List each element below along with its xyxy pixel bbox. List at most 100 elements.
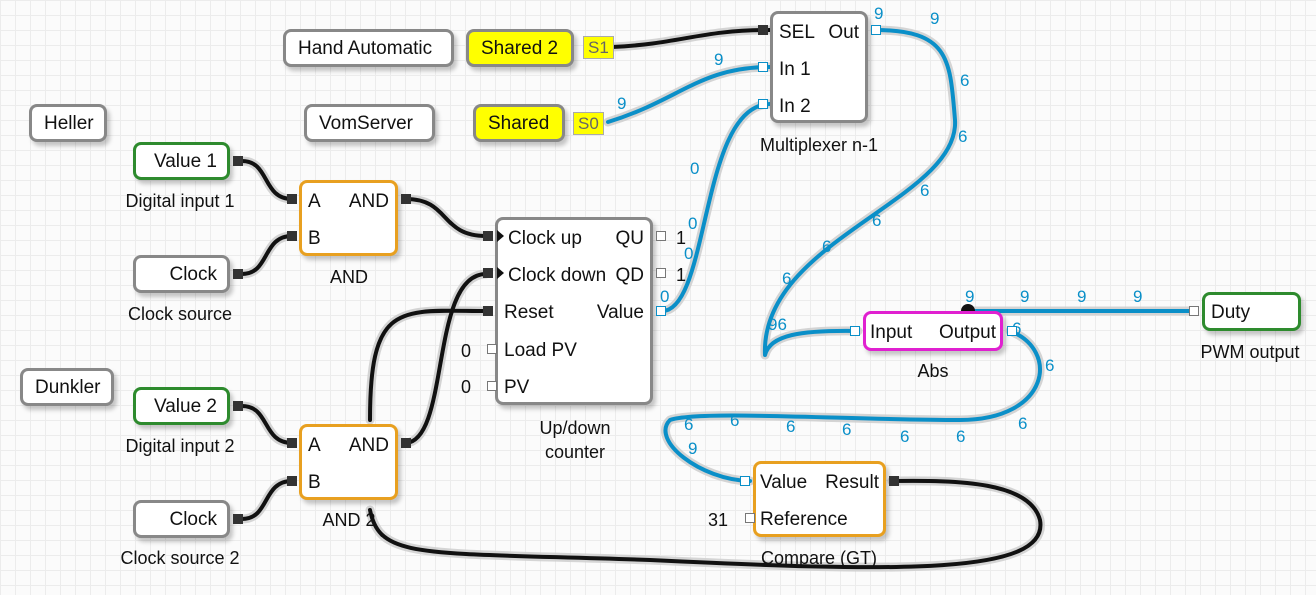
duty-input-pin[interactable] — [1189, 306, 1199, 316]
wire-value1-a — [240, 159, 294, 201]
compare-reference-label: Reference — [760, 509, 848, 530]
counter-reset-label: Reset — [504, 302, 554, 323]
note-hand-automatic[interactable]: Hand Automatic — [283, 29, 454, 67]
compare-reference-pin[interactable] — [745, 513, 755, 523]
wire-value-label: 6 — [730, 411, 740, 430]
wire-value-label: 6 — [822, 237, 832, 256]
duty-label: Duty — [1211, 302, 1251, 323]
pwm-output-block[interactable]: Duty — [1202, 292, 1301, 331]
and-input-a-label: A — [308, 191, 321, 212]
multiplexer-caption: Multiplexer n-1 — [759, 135, 879, 155]
counter-pv-value: 0 — [461, 377, 472, 397]
value-2-output-pin[interactable] — [233, 401, 243, 411]
shared-2-block[interactable]: Shared 2 — [466, 29, 574, 67]
value-1-output-pin[interactable] — [233, 156, 243, 166]
note-hand-automatic-label: Hand Automatic — [298, 38, 433, 59]
wire-value-label: 6 — [684, 415, 694, 434]
clock-source-block[interactable]: Clock — [133, 255, 230, 293]
and-input-b-label: B — [308, 228, 321, 249]
counter-clock-down-pin[interactable] — [483, 268, 493, 278]
wire-reset — [368, 308, 488, 422]
mux-in1-pin[interactable] — [758, 62, 768, 72]
wire-value-label: 9 — [965, 287, 975, 306]
wire-out-abs — [762, 28, 958, 357]
abs-input-pin[interactable] — [850, 326, 860, 336]
up-down-counter-block[interactable]: Clock up Clock down Reset Load PV PV QU … — [495, 217, 653, 405]
and-2-input-a-label: A — [308, 435, 321, 456]
mux-sel-pin[interactable] — [758, 25, 768, 35]
wire-value-label: 96 — [768, 315, 787, 334]
digital-input-2-caption: Digital input 2 — [125, 436, 235, 456]
wire-and2-clockdown — [404, 272, 488, 445]
mux-in2-pin[interactable] — [758, 99, 768, 109]
digital-input-1-block[interactable]: Value 1 — [133, 142, 230, 180]
wire-value-label: 9 — [1077, 287, 1087, 306]
abs-block[interactable]: Input Output — [863, 311, 1003, 351]
counter-value-pin[interactable] — [656, 306, 666, 316]
mux-sel-label: SEL — [779, 22, 815, 43]
clock-source-2-block[interactable]: Clock — [133, 500, 230, 538]
note-heller[interactable]: Heller — [29, 104, 107, 142]
wire-value-label: 6 — [782, 269, 792, 288]
and-2-output-label: AND — [348, 435, 389, 456]
shared-block[interactable]: Shared — [473, 104, 565, 142]
up-down-counter-caption-line2: counter — [544, 442, 606, 462]
compare-gt-block[interactable]: Value Reference Result — [753, 461, 886, 537]
compare-value-label: Value — [760, 472, 808, 493]
mux-out-label: Out — [828, 22, 859, 43]
note-vom-server[interactable]: VomServer — [304, 104, 435, 142]
counter-qd-pin[interactable] — [656, 268, 666, 278]
wire-s1-sel — [610, 28, 772, 49]
wire-s0-in1 — [606, 65, 772, 124]
wire-value-label: 9 — [1020, 287, 1030, 306]
counter-reset-pin[interactable] — [483, 306, 493, 316]
counter-pv-pin[interactable] — [487, 381, 497, 391]
and-2-input-b-pin[interactable] — [287, 476, 297, 486]
multiplexer-block[interactable]: SEL In 1 In 2 Out — [770, 11, 868, 123]
counter-load-pv-pin[interactable] — [487, 344, 497, 354]
compare-reference-value: 31 — [708, 510, 729, 530]
compare-value-pin[interactable] — [740, 476, 750, 486]
compare-result-pin[interactable] — [889, 476, 899, 486]
digital-input-2-block[interactable]: Value 2 — [133, 387, 230, 425]
wire-value-label: 6 — [920, 181, 930, 200]
wire-value-label: 9 — [930, 9, 940, 28]
compare-result-label: Result — [825, 472, 879, 493]
wire-value-label: 0 — [684, 244, 694, 263]
counter-qu-pin[interactable] — [656, 231, 666, 241]
wire-value-label: 6 — [956, 427, 966, 446]
and-input-b-pin[interactable] — [287, 231, 297, 241]
clock-output-pin[interactable] — [233, 269, 243, 279]
clock-source-caption: Clock source — [127, 304, 233, 324]
and-2-input-a-pin[interactable] — [287, 438, 297, 448]
abs-output-pin[interactable] — [1007, 326, 1017, 336]
compare-gt-caption: Compare (GT) — [760, 548, 877, 568]
clock-2-output-pin[interactable] — [233, 514, 243, 524]
digital-input-1-caption: Digital input 1 — [125, 191, 235, 211]
wire-value-label: 0 — [688, 214, 698, 233]
wire-value-label: 0 — [660, 287, 670, 306]
abs-input-label: Input — [870, 322, 913, 343]
and-2-gate-block[interactable]: A B AND — [299, 424, 398, 500]
and-gate-block[interactable]: A B AND — [299, 180, 398, 256]
wire-value-label: 9 — [688, 439, 698, 458]
counter-clock-up-pin[interactable] — [483, 231, 493, 241]
wire-value-label: 6 — [786, 417, 796, 436]
clock-2-label: Clock — [169, 509, 217, 530]
counter-qd-label: QD — [615, 265, 645, 286]
pwm-output-caption: PWM output — [1200, 342, 1300, 362]
clock-label: Clock — [169, 264, 217, 285]
shared-label: Shared — [488, 113, 550, 134]
mux-out-pin[interactable] — [871, 25, 881, 35]
and-2-output-pin[interactable] — [401, 438, 411, 448]
wire-value2-a — [240, 404, 294, 445]
note-heller-label: Heller — [44, 113, 94, 134]
and-input-a-pin[interactable] — [287, 194, 297, 204]
and-output-pin[interactable] — [401, 194, 411, 204]
wire-value-label: 6 — [872, 211, 882, 230]
wire-value-label: 6 — [1018, 414, 1028, 433]
up-down-counter-caption-line1: Up/down — [539, 418, 611, 438]
note-dunkler[interactable]: Dunkler — [20, 368, 114, 406]
counter-clock-down-label: Clock down — [508, 265, 607, 286]
wire-compare-and2 — [368, 478, 1043, 570]
